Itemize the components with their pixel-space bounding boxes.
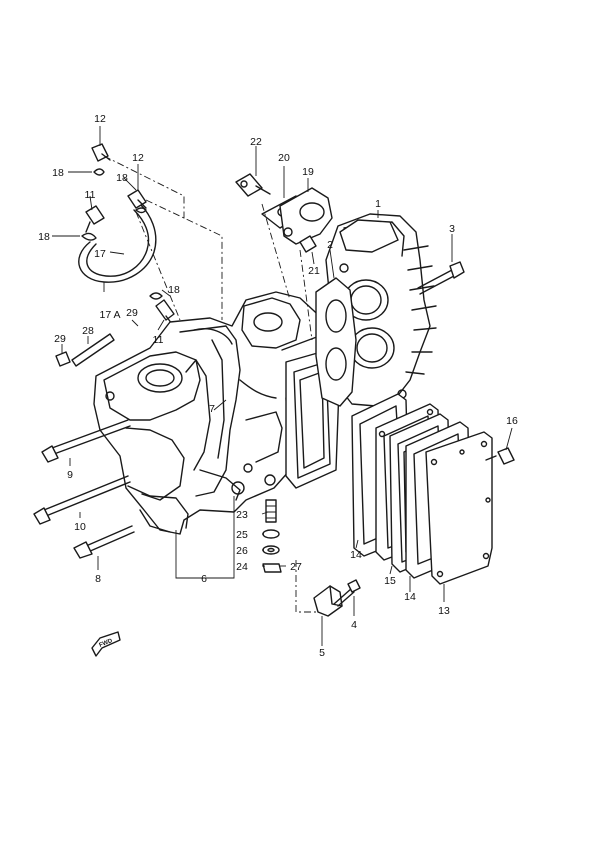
bolt-10 [33, 475, 131, 525]
callout-18: 18 [116, 172, 128, 184]
stud-washer-stack [262, 499, 282, 573]
exhaust-outer-plate [425, 431, 493, 585]
alignment-lines [103, 155, 316, 613]
hose-fitting-left [85, 205, 105, 233]
hose-clip-lower [149, 292, 163, 300]
thermostat-assembly [235, 173, 333, 253]
callout-24: 24 [236, 561, 248, 573]
hose-clip-right [135, 207, 147, 214]
bolt-9 [41, 419, 131, 463]
callout-12: 12 [132, 152, 144, 164]
callout-17: 17 [94, 248, 106, 260]
callout-15: 15 [384, 575, 396, 587]
head-bolt [417, 261, 465, 295]
callout-7: 7 [209, 403, 215, 415]
callout-12: 12 [94, 113, 106, 125]
hose-assembly [78, 143, 175, 325]
hose-fitting-upper [91, 143, 111, 162]
callout-10: 10 [74, 521, 86, 533]
callout-9: 9 [67, 469, 73, 481]
screw-29 [55, 351, 71, 367]
callout-11: 11 [85, 189, 96, 201]
leader-lines [52, 126, 513, 646]
head-gasket [315, 277, 357, 407]
callout-labels: 12 18 12 18 11 18 17 17 A 29 28 29 18 11… [38, 113, 518, 659]
callout-11: 11 [153, 334, 164, 346]
callout-29: 29 [54, 333, 66, 345]
callout-4: 4 [351, 619, 357, 631]
callout-25: 25 [236, 529, 248, 541]
callout-22: 22 [250, 136, 262, 148]
cylinder-block [93, 291, 345, 535]
callout-17a: 17 A [99, 309, 120, 321]
callout-18: 18 [38, 231, 50, 243]
callout-26: 26 [236, 545, 248, 557]
hose-clip-left [81, 232, 97, 241]
callout-5: 5 [319, 647, 325, 659]
fwd-arrow-icon: FWD [91, 631, 121, 657]
callout-20: 20 [278, 152, 290, 164]
callout-29: 29 [126, 307, 138, 319]
hose [78, 203, 157, 283]
fwd-label: FWD [99, 638, 115, 649]
callout-18: 18 [52, 167, 64, 179]
callout-16: 16 [506, 415, 518, 427]
callout-14: 14 [404, 591, 416, 603]
callout-2: 2 [327, 239, 333, 251]
callout-1: 1 [375, 198, 381, 210]
callout-14: 14 [350, 549, 362, 561]
callout-23: 23 [236, 509, 248, 521]
callout-13: 13 [438, 605, 450, 617]
callout-19: 19 [302, 166, 314, 178]
callout-18: 18 [168, 284, 180, 296]
hose-clip-upper [93, 168, 105, 176]
cover-bolt [485, 447, 515, 465]
dowel-pin [71, 333, 115, 367]
callout-6: 6 [201, 573, 207, 585]
hose-fitting-right [127, 189, 147, 209]
callout-8: 8 [95, 573, 101, 585]
mount-bolt [333, 579, 361, 607]
callout-3: 3 [449, 223, 455, 235]
callout-27: 27 [290, 561, 302, 573]
bolt-8 [73, 525, 135, 559]
callout-28: 28 [82, 325, 94, 337]
hose-fitting-lower [155, 299, 175, 325]
callout-21: 21 [308, 265, 320, 277]
